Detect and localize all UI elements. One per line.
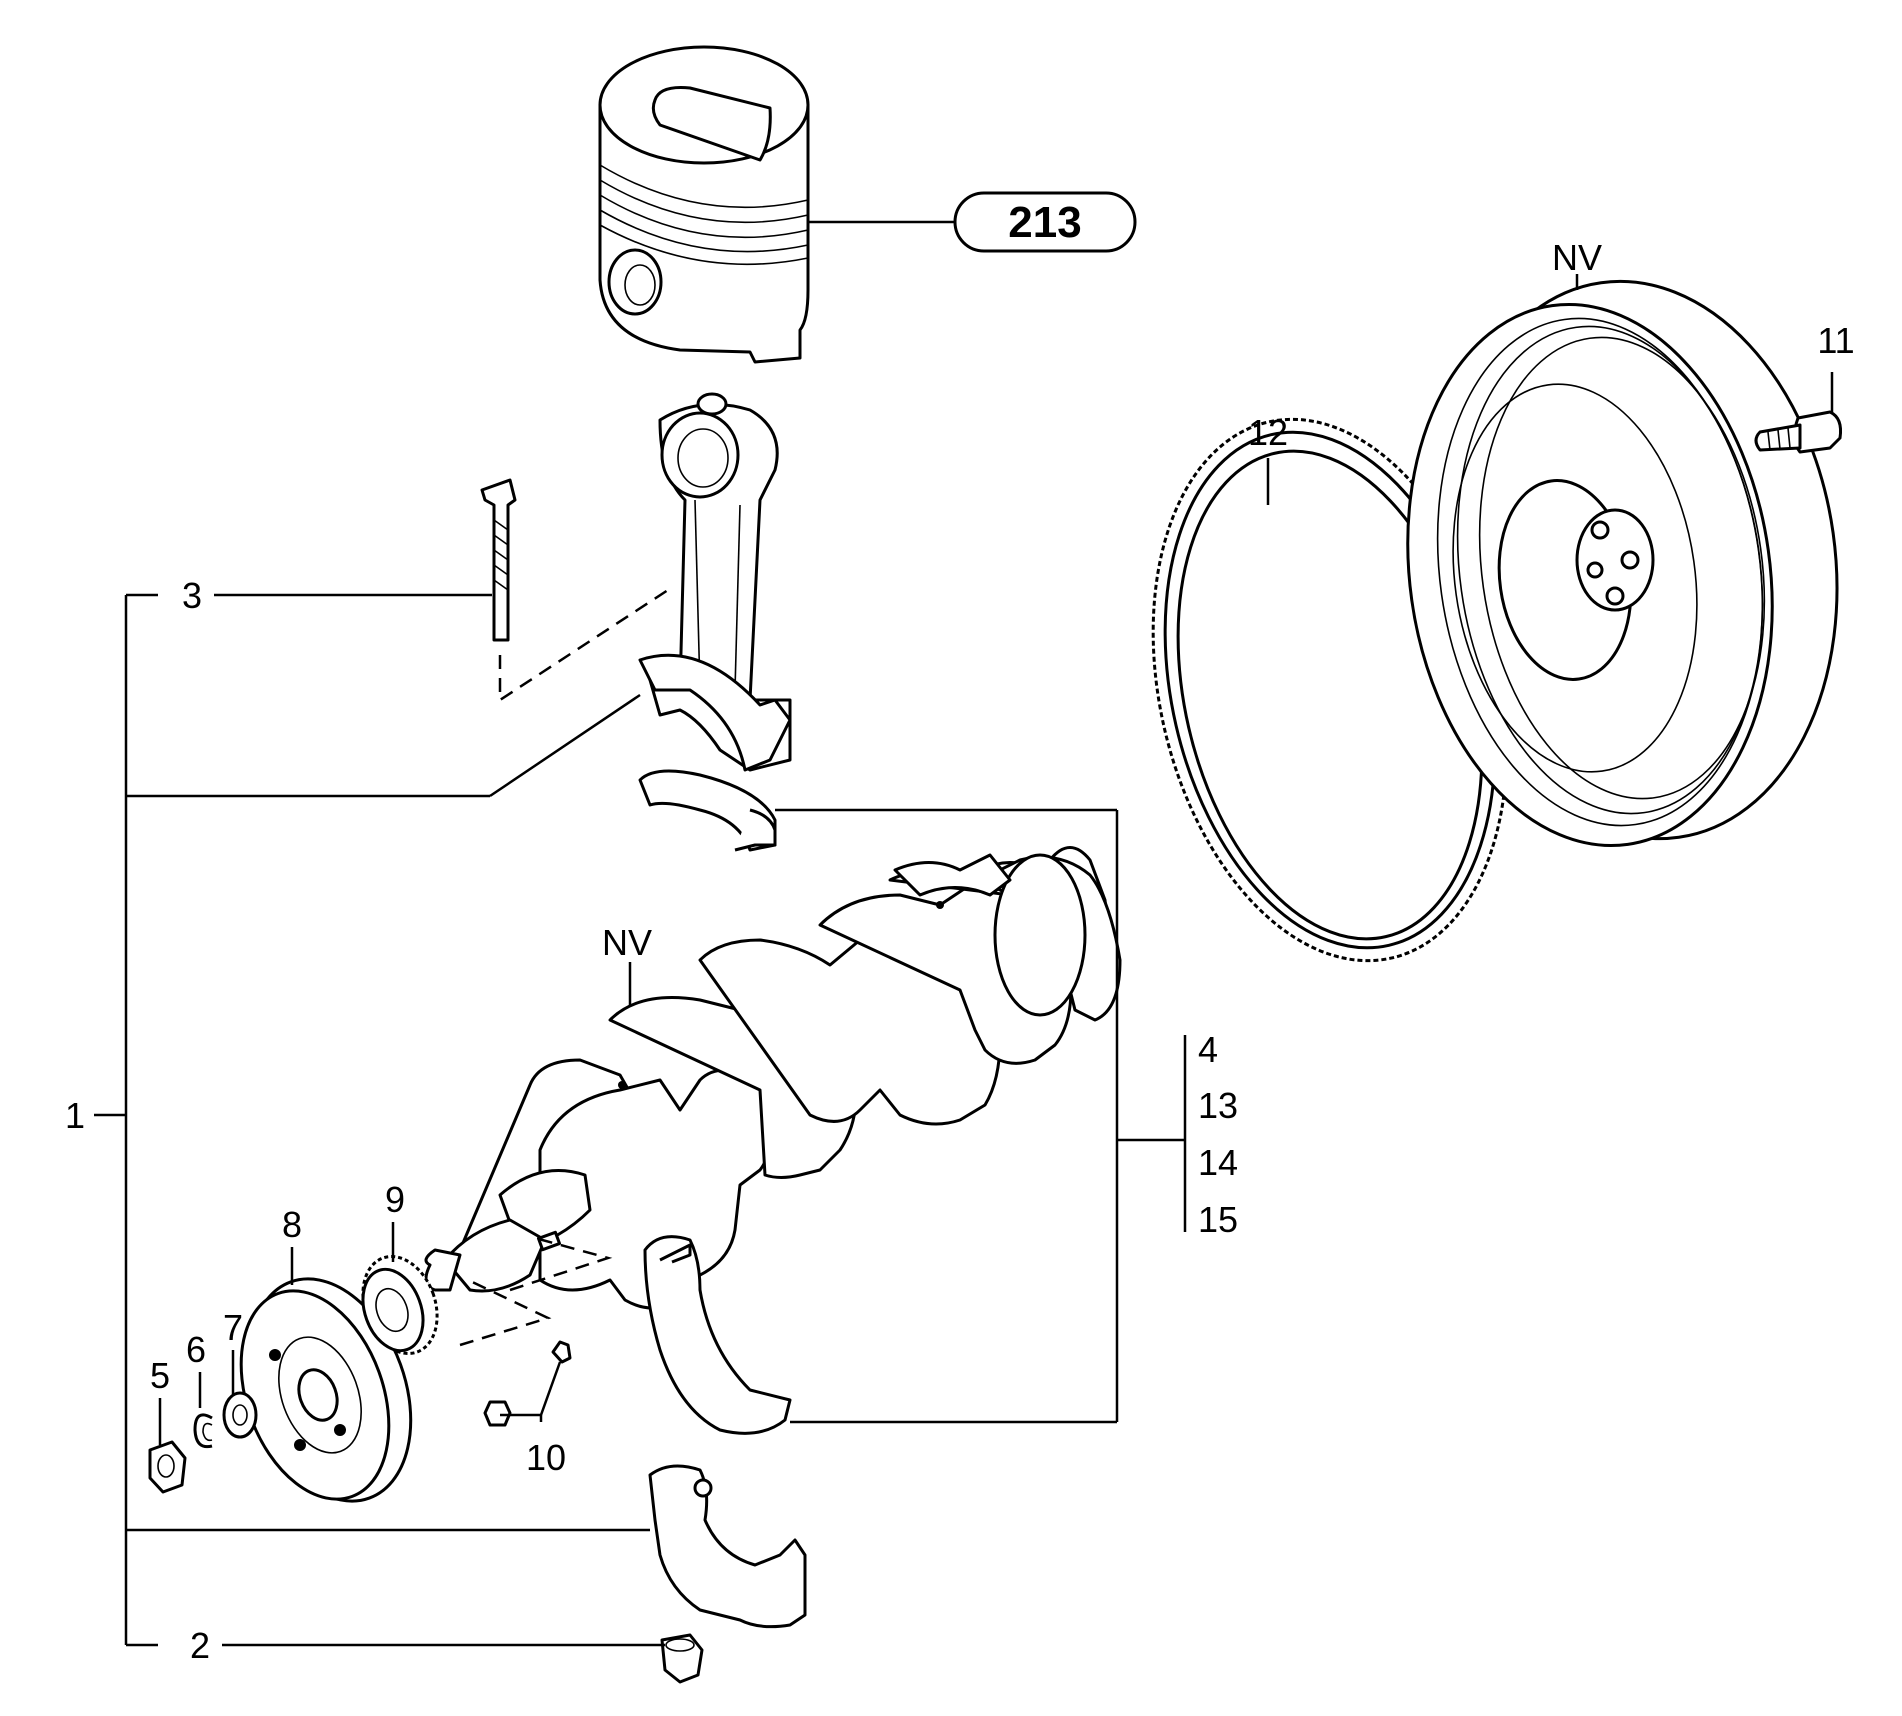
callout-11: 11 bbox=[1817, 320, 1854, 361]
main-bearing-shell bbox=[643, 1235, 792, 1435]
cap-nut bbox=[660, 1633, 704, 1684]
flywheel bbox=[1406, 279, 1839, 848]
callout-5: 5 bbox=[150, 1355, 170, 1396]
timing-gear bbox=[361, 1255, 439, 1355]
leader-lines bbox=[94, 274, 1834, 1647]
callout-8: 8 bbox=[282, 1204, 302, 1245]
lock-washer bbox=[193, 1413, 213, 1449]
callout-6: 6 bbox=[186, 1329, 206, 1370]
callout-nv-crankshaft: NV bbox=[602, 922, 652, 963]
crankshaft-pulley bbox=[239, 1277, 413, 1503]
callout-7: 7 bbox=[223, 1307, 243, 1348]
callout-2: 2 bbox=[190, 1625, 210, 1666]
reference-badge-213[interactable]: 213 bbox=[808, 191, 1137, 253]
rod-bolt bbox=[480, 478, 517, 642]
callout-13: 13 bbox=[1198, 1085, 1238, 1126]
washer bbox=[222, 1391, 258, 1439]
callout-15: 15 bbox=[1198, 1199, 1238, 1240]
callout-14: 14 bbox=[1198, 1142, 1238, 1183]
piston bbox=[598, 45, 810, 364]
callout-3: 3 bbox=[182, 575, 202, 616]
main-bearing-cap bbox=[648, 1464, 807, 1629]
woodruff-keys bbox=[483, 1340, 572, 1427]
upper-bearing-shell bbox=[638, 769, 777, 852]
pulley-nut bbox=[148, 1440, 187, 1494]
crankshaft bbox=[424, 846, 1122, 1310]
callout-10: 10 bbox=[526, 1437, 566, 1478]
callout-labels: 1 2 3 4 5 6 7 8 9 10 11 12 13 14 15 NV N… bbox=[65, 237, 1855, 1666]
connecting-rod bbox=[638, 392, 792, 772]
callout-1: 1 bbox=[65, 1095, 85, 1136]
callout-nv-flywheel: NV bbox=[1552, 237, 1602, 278]
flywheel-bolt bbox=[1754, 410, 1842, 454]
callout-12: 12 bbox=[1248, 412, 1288, 453]
callout-4: 4 bbox=[1198, 1029, 1218, 1070]
callout-9: 9 bbox=[385, 1179, 405, 1220]
badge-label: 213 bbox=[1008, 198, 1081, 247]
